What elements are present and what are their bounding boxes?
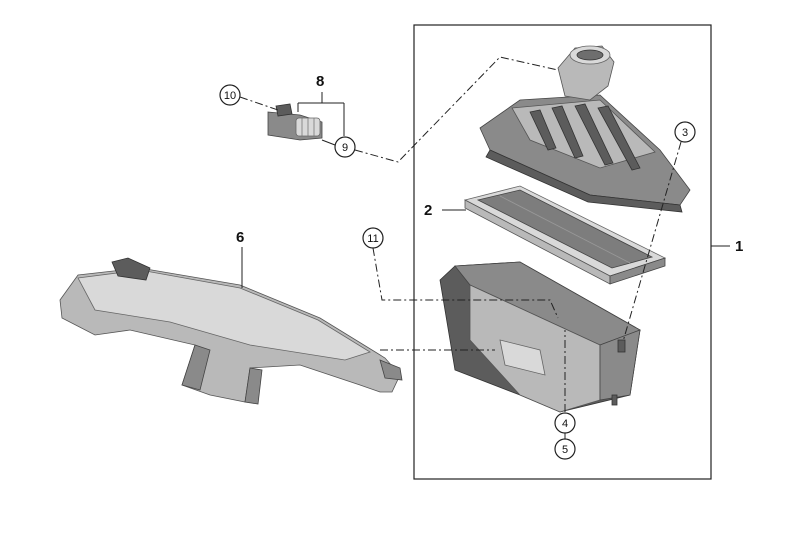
callout-10 xyxy=(219,84,241,106)
filter-element xyxy=(463,185,667,285)
callout-10-text: 10 xyxy=(224,90,236,102)
filter-housing-lower xyxy=(439,261,641,413)
callout-11-leader xyxy=(372,247,559,319)
callout-9-leader-a xyxy=(321,139,336,146)
callout-5 xyxy=(554,438,576,460)
label-8: 8 xyxy=(316,73,324,90)
label-8-bracket xyxy=(297,92,345,136)
fastener-3 xyxy=(617,339,626,353)
callout-3 xyxy=(674,121,696,143)
callout-3-text: 3 xyxy=(682,127,688,139)
assembly-frame xyxy=(413,24,712,480)
label-1: 1 xyxy=(735,238,743,255)
callout-9-text: 9 xyxy=(342,142,348,154)
callout-11-text: 11 xyxy=(367,233,378,245)
air-flow-sensor xyxy=(267,103,323,141)
filter-housing-cover xyxy=(479,45,691,213)
callout-5-text: 5 xyxy=(562,444,568,456)
callout-4-text: 4 xyxy=(562,418,568,430)
label-2: 2 xyxy=(424,202,432,219)
callout-3-leader xyxy=(621,141,682,346)
callout-10-leader xyxy=(239,96,279,111)
callout-9-leader-b xyxy=(354,56,559,163)
callout-9 xyxy=(334,136,356,158)
intake-duct xyxy=(59,257,403,405)
label-6: 6 xyxy=(236,229,244,246)
